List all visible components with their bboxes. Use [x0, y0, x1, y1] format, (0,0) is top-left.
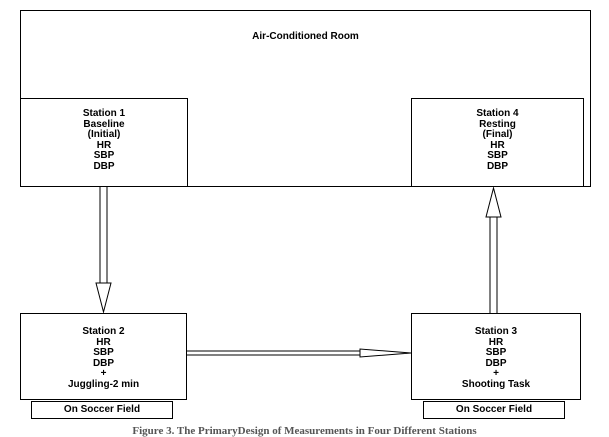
station-2-line: +: [100, 368, 107, 379]
station-4-box: Station 4 Resting (Final) HR SBP DBP: [411, 98, 584, 187]
soccer-field-label-2: On Soccer Field: [423, 401, 565, 419]
station-3-title: Station 3: [474, 326, 518, 337]
station-3-line: DBP: [485, 357, 507, 369]
station-2-box: Station 2 HR SBP DBP + Juggling-2 min: [20, 313, 187, 400]
station-2-line: DBP: [92, 357, 115, 369]
station-2-title: Station 2: [82, 326, 125, 337]
station-4-line: SBP: [487, 150, 508, 161]
station-2-line: Juggling-2 min: [67, 378, 140, 390]
soccer-field-label-1: On Soccer Field: [31, 401, 173, 419]
room-title: Air-Conditioned Room: [252, 31, 359, 42]
station-3-line: Shooting Task: [461, 378, 531, 390]
arrow-station3-to-station4: [485, 186, 502, 313]
arrow-station2-to-station3: [187, 348, 412, 358]
station-3-line: HR: [488, 336, 504, 348]
station-4-line: Resting: [479, 118, 516, 130]
station-4-line: (Final): [482, 129, 513, 140]
station-3-box: Station 3 HR SBP DBP + Shooting Task: [411, 313, 581, 400]
station-1-line: Baseline: [83, 118, 125, 130]
station-1-box: Station 1 Baseline (Initial) HR SBP DBP: [20, 98, 188, 187]
figure-caption: Figure 3. The PrimaryDesign of Measureme…: [132, 425, 477, 437]
station-3-line: SBP: [485, 347, 507, 358]
station-1-title: Station 1: [82, 108, 126, 119]
station-4-line: DBP: [486, 160, 509, 172]
station-2-line: HR: [96, 336, 111, 348]
station-3-line: +: [493, 368, 499, 379]
arrow-station1-to-station2: [95, 187, 112, 314]
station-4-line: HR: [490, 139, 505, 151]
station-1-line: HR: [96, 139, 112, 151]
station-4-title: Station 4: [476, 108, 519, 119]
station-1-line: (Initial): [87, 129, 121, 140]
station-2-line: SBP: [93, 347, 114, 358]
station-1-line: SBP: [93, 150, 115, 161]
station-1-line: DBP: [93, 160, 115, 172]
